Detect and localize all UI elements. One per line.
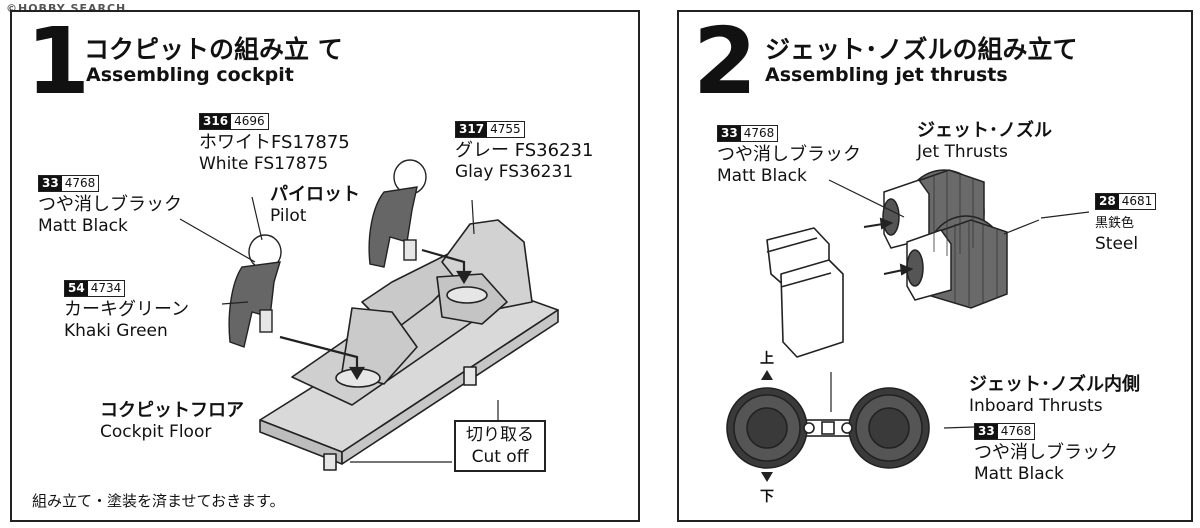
orientation-arrows xyxy=(761,370,773,482)
down-label: 下 xyxy=(760,489,774,505)
label-jet-thrusts: ジェット･ノズル Jet Thrusts xyxy=(917,120,1052,162)
label-inboard-thrusts: ジェット･ノズル内側 Inboard Thrusts xyxy=(969,374,1140,416)
step2-title-jp: ジェット･ノズルの組み立て xyxy=(765,35,1078,64)
step1-title-en: Assembling cockpit xyxy=(86,64,294,86)
label-pilot: パイロット Pilot xyxy=(270,184,360,226)
step2-number: 2 xyxy=(693,8,757,115)
step1-note: 組み立て・塗装を済ませておきます。 xyxy=(32,492,285,510)
step1-number: 1 xyxy=(26,8,90,115)
label-cockpit-floor: コクピットフロア Cockpit Floor xyxy=(100,400,244,442)
jet-thrust-illustration xyxy=(726,169,1090,482)
inboard-thrust-part xyxy=(726,387,930,469)
step2-title-en: Assembling jet thrusts xyxy=(765,64,1008,86)
step2-panel: 2 ジェット･ノズルの組み立て Assembling jet thrusts 3… xyxy=(677,10,1193,522)
inner-thrust-blocks xyxy=(766,227,844,358)
cockpit-floor-part xyxy=(259,219,559,471)
nozzle-ribs xyxy=(933,172,998,306)
pilot-figure-rear xyxy=(368,159,427,268)
cockpit-illustration xyxy=(179,159,559,471)
step1-title-jp: コクピットの組み立 て xyxy=(84,35,343,64)
pilot-figure-front xyxy=(228,234,282,348)
up-label: 上 xyxy=(760,351,774,367)
cutoff-box: 切り取る Cut off xyxy=(454,420,546,472)
